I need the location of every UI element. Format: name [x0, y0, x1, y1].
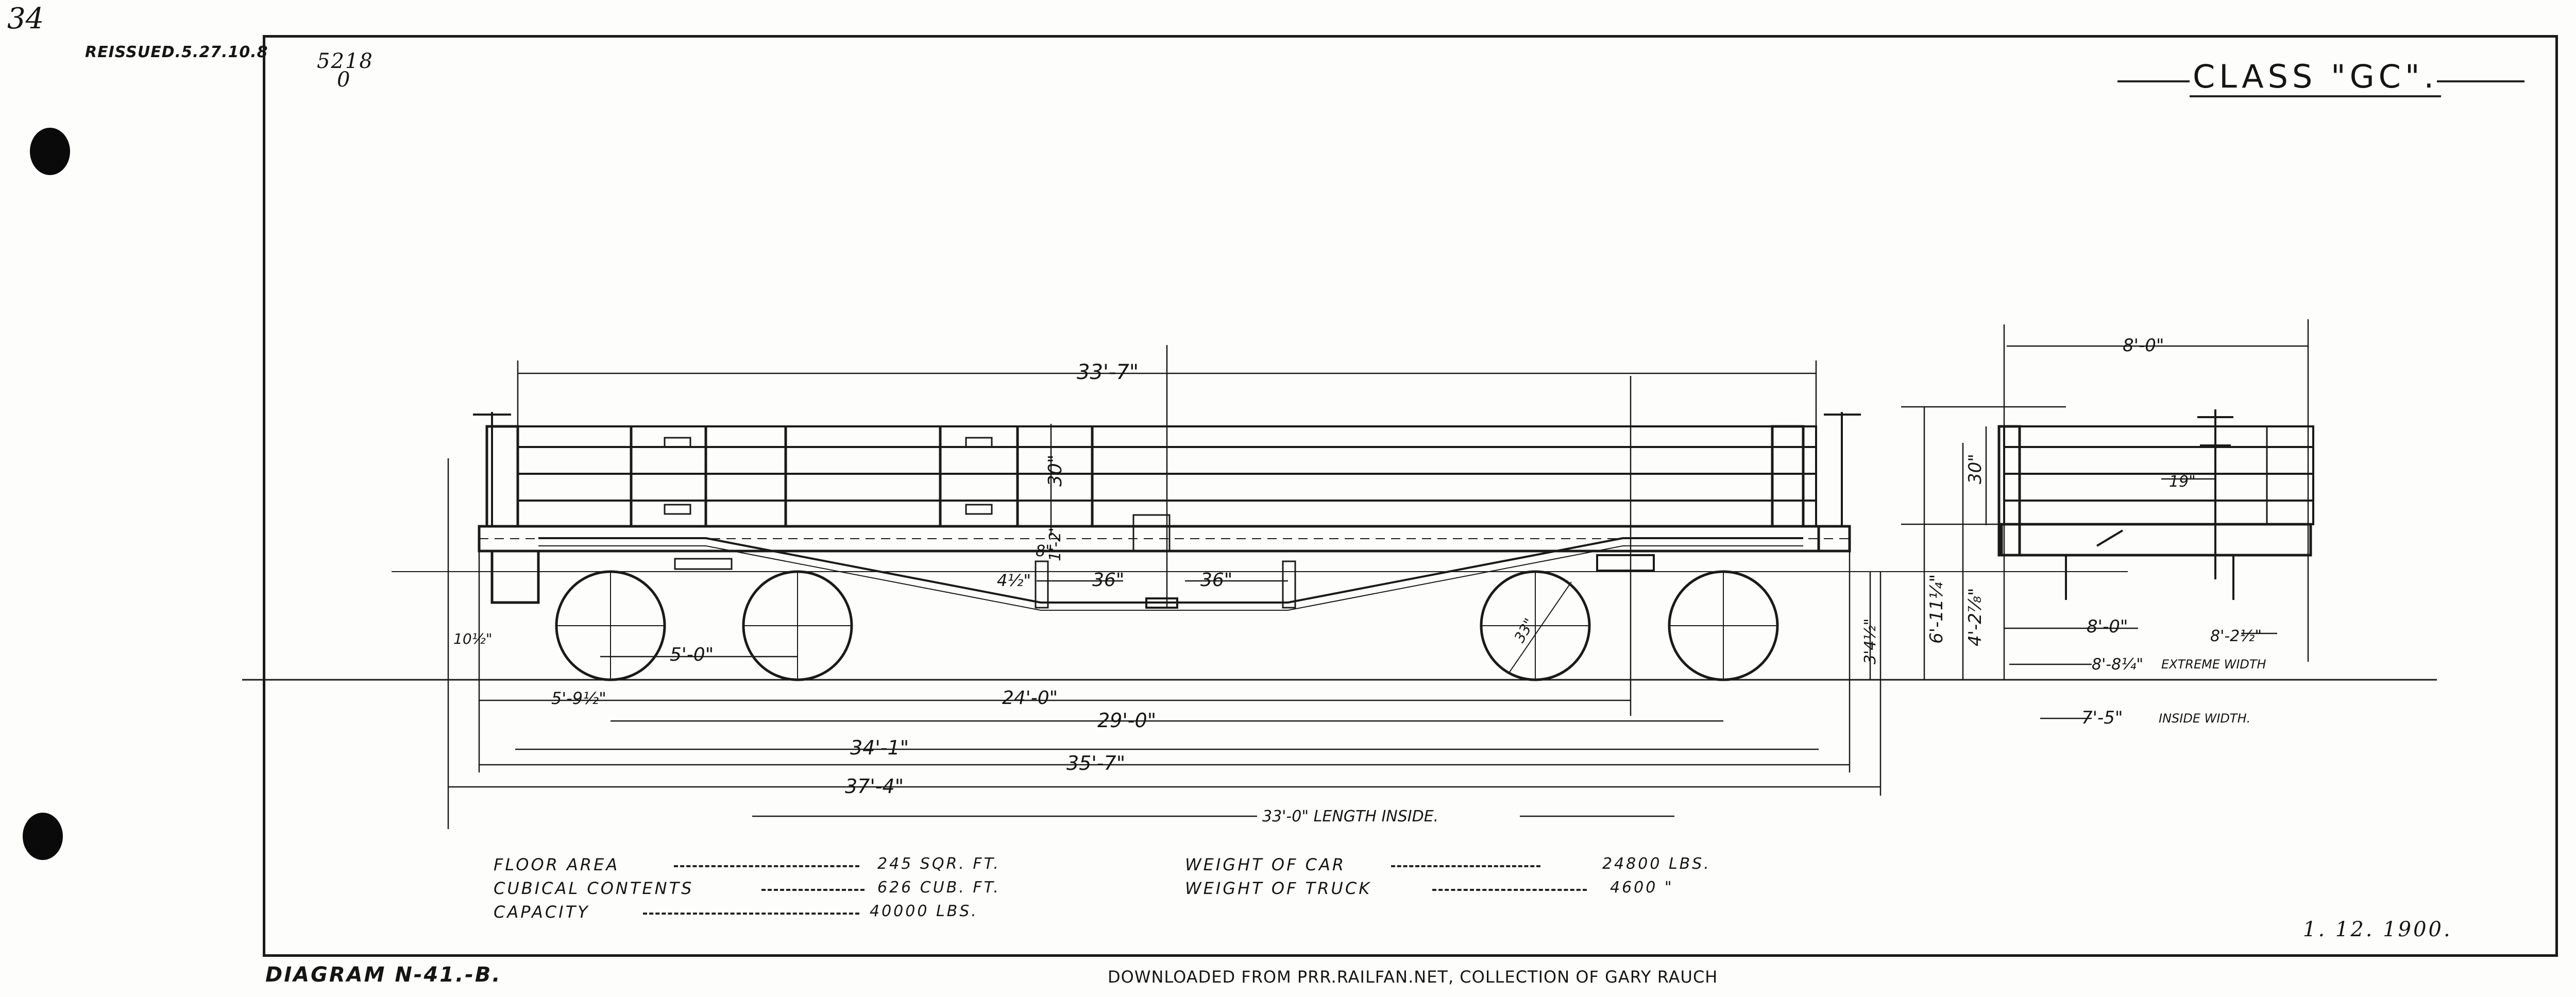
spec-value: 40000 LBS.: [870, 902, 978, 920]
spec-dash: [643, 913, 859, 915]
spec-row: WEIGHT OF TRUCK 4600 ": [1185, 879, 1752, 902]
specs-right: WEIGHT OF CAR 24800 LBS. WEIGHT OF TRUCK…: [1185, 855, 1752, 902]
coupler-left: [490, 549, 540, 604]
dim-rail-to-floor: 3'4½": [1861, 618, 1879, 664]
dim-end-to-truck: 5'-9½": [551, 689, 606, 708]
file-code-top: 5218: [317, 49, 374, 73]
file-code-bottom: 0: [337, 68, 352, 92]
class-title: CLASS "GC".: [2190, 58, 2442, 97]
class-title-rule-right: [2437, 80, 2524, 82]
dim-sill-depth-a: 1'-2": [1046, 525, 1064, 561]
spec-value: 245 SQR. FT.: [877, 855, 1001, 873]
spec-label: WEIGHT OF CAR: [1185, 855, 1346, 874]
dim-truss-span-right: 36": [1200, 570, 1232, 591]
dim-truss-offset: 4½": [997, 571, 1031, 590]
spec-value: 4600 ": [1610, 879, 1674, 897]
label-inside-width: INSIDE WIDTH.: [2159, 711, 2250, 726]
class-title-rule-left: [2117, 80, 2190, 82]
spec-label: WEIGHT OF TRUCK: [1185, 879, 1372, 898]
dim-over-end-sills: 35'-7": [1066, 752, 1125, 775]
dim-wheel-diameter: 33": [1511, 615, 1538, 646]
dim-wheel-base: 5'-0": [670, 644, 714, 665]
spec-value: 626 CUB. FT.: [877, 879, 1001, 897]
dim-truss-span-left: 36": [1092, 570, 1124, 591]
spec-label: FLOOR AREA: [494, 855, 620, 874]
queen-post-left: [1035, 560, 1049, 609]
spec-row: WEIGHT OF CAR 24800 LBS.: [1185, 855, 1752, 879]
dim-overhang-small: 10½": [453, 630, 493, 647]
end-posts: [485, 425, 1805, 528]
coupler-right: [1817, 525, 1851, 553]
dim-over-couplers: 37'-4": [845, 775, 904, 798]
dim-bolster-centers: 29'-0": [1097, 709, 1156, 732]
queen-post-right: [1282, 560, 1296, 609]
drawing-date: 1. 12. 1900.: [2303, 918, 2452, 941]
drawing-frame: [263, 35, 2558, 957]
stakes: [630, 426, 1094, 526]
spec-label: CUBICAL CONTENTS: [494, 879, 694, 898]
dim-sill-depth-b: 8": [1036, 542, 1053, 560]
dim-end-height-overall: 6'-11¼": [1926, 574, 1947, 644]
footer-credit: DOWNLOADED FROM PRR.RAILFAN.NET, COLLECT…: [1108, 967, 1718, 987]
spec-row: CAPACITY 40000 LBS.: [494, 902, 1060, 926]
truss-rods: [538, 537, 1803, 604]
dim-end-sill-width: 8'-0": [2087, 616, 2128, 637]
binder-hole-bottom: [23, 813, 63, 860]
dim-side-height: 30": [1045, 455, 1066, 487]
side-dimension-lines: [447, 345, 1882, 829]
spec-dash: [761, 889, 865, 891]
dim-length-inside: 33'-0" LENGTH INSIDE.: [1262, 807, 1438, 826]
specs-left: FLOOR AREA 245 SQR. FT. CUBICAL CONTENTS…: [494, 855, 1060, 926]
spec-label: CAPACITY: [494, 902, 590, 922]
spec-dash: [674, 865, 859, 867]
dim-truck-centers: 24'-0": [1002, 687, 1058, 709]
label-extreme-width: EXTREME WIDTH: [2161, 657, 2266, 672]
brake-staffs: [473, 412, 1861, 525]
end-dimension-lines: [1901, 319, 2313, 719]
dim-end-extreme-width: 8'-8¼": [2092, 656, 2143, 674]
stake-pockets: [664, 437, 993, 515]
spec-value: 24800 LBS.: [1602, 855, 1711, 873]
spec-row: FLOOR AREA 245 SQR. FT.: [494, 855, 1060, 879]
diagram-number: DIAGRAM N-41.-B.: [265, 963, 502, 987]
dim-end-side-height: 30": [1965, 454, 1986, 484]
dim-end-height-to-top: 4'-2⅞": [1965, 588, 1986, 646]
dim-end-top-width: 8'-0": [2123, 335, 2164, 356]
dim-over-sills: 34'-1": [850, 736, 909, 759]
dim-end-width-over-sills: 8'-2½": [2210, 627, 2262, 645]
spec-row: CUBICAL CONTENTS 626 CUB. FT.: [494, 879, 1060, 902]
dim-body-length: 33'-7": [1077, 360, 1139, 384]
reissued-stamp: REISSUED.5.27.10.8: [85, 43, 268, 61]
binder-hole-top: [30, 128, 70, 175]
dim-end-bolt-height: 19": [2169, 473, 2196, 491]
dim-end-inside-width: 7'-5": [2081, 708, 2123, 728]
page-number: 34: [7, 2, 44, 36]
spec-dash: [1432, 889, 1587, 891]
turnbuckle: [1145, 597, 1178, 609]
spec-dash: [1391, 865, 1540, 867]
